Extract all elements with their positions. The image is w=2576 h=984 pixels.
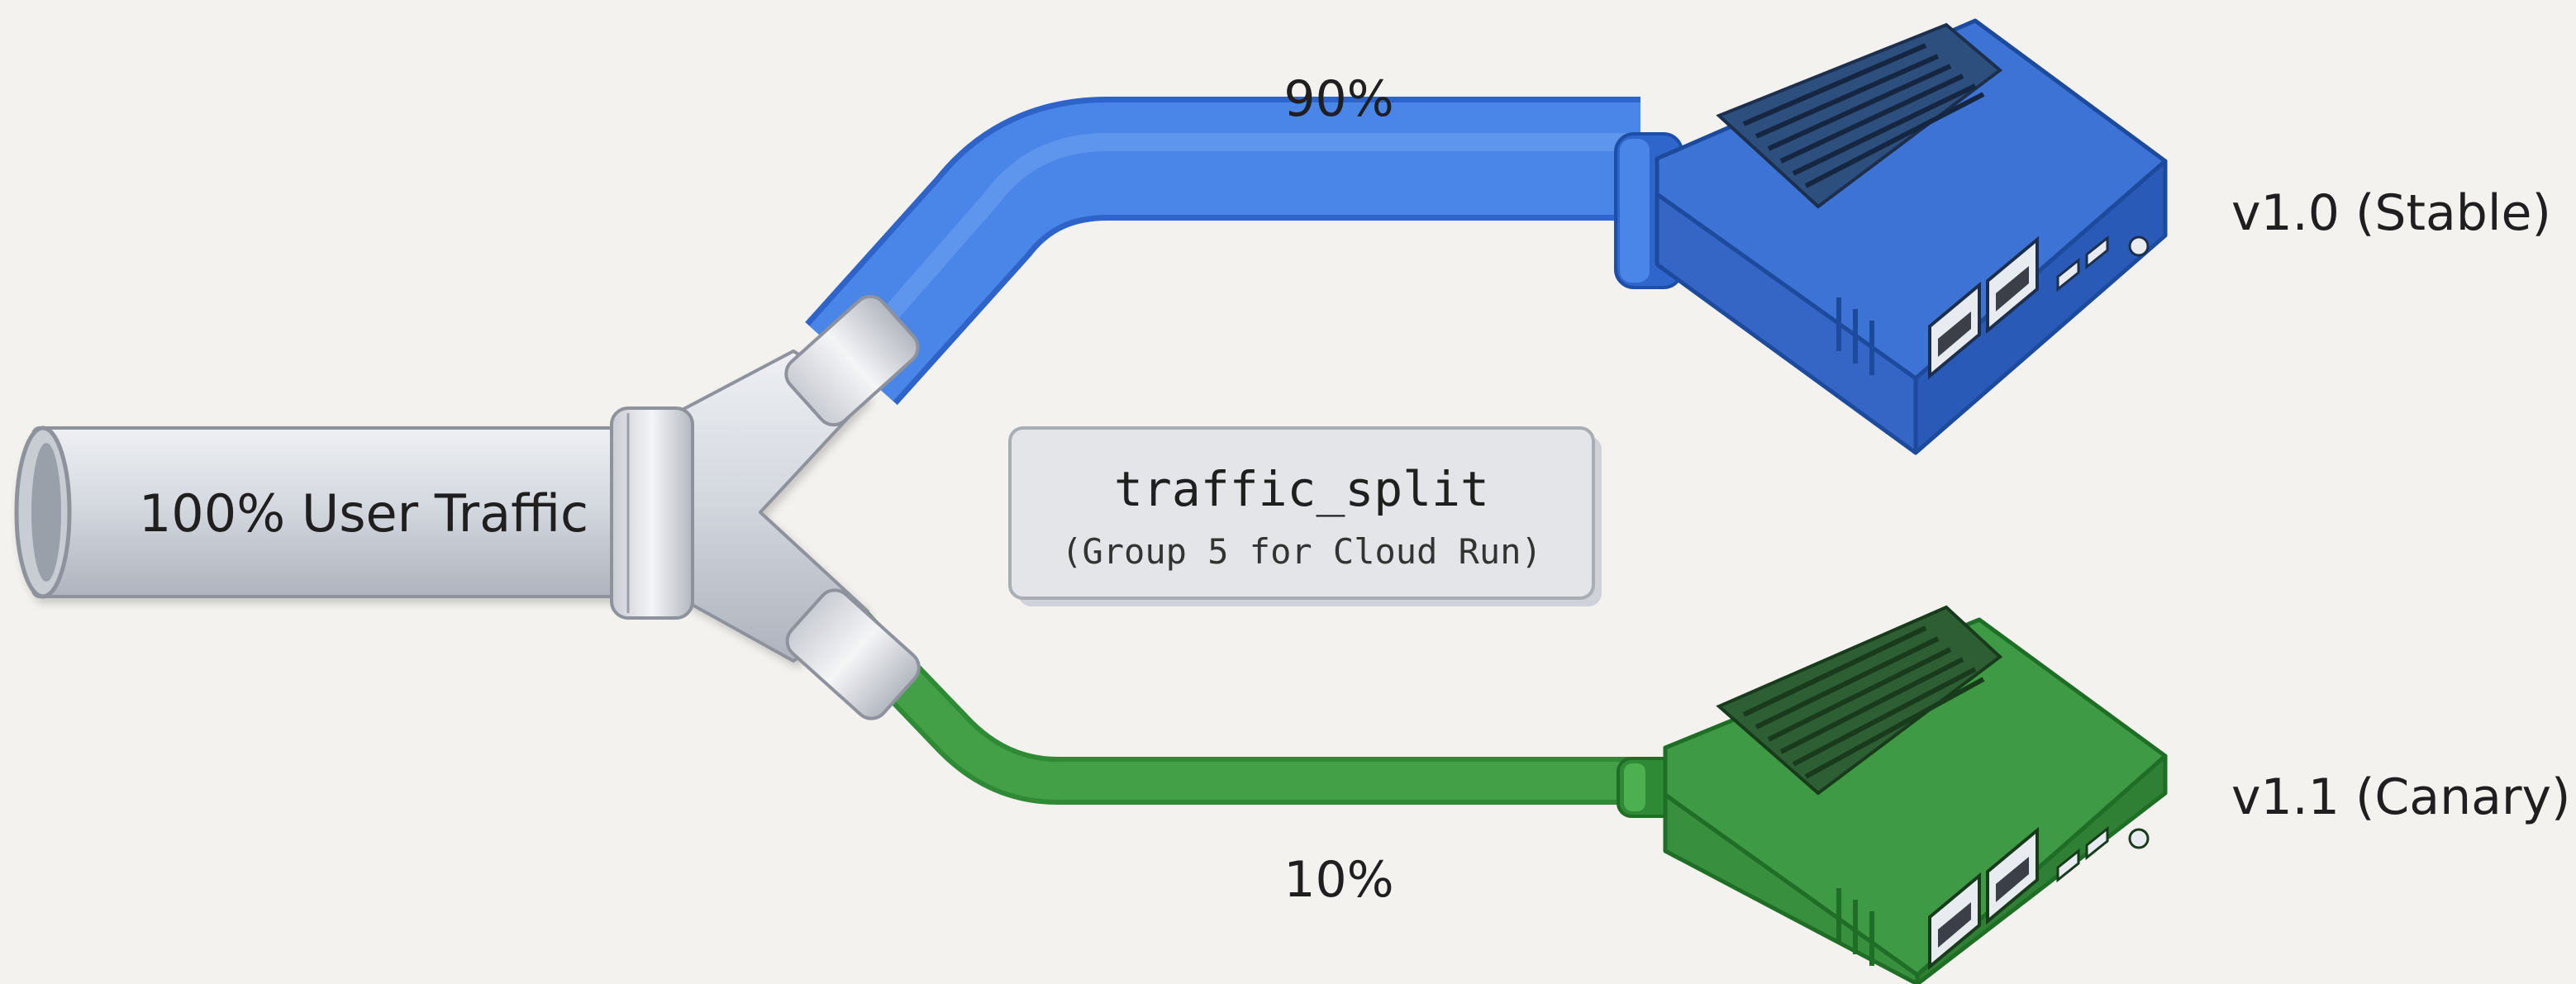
- stable-heatsink: [1716, 22, 2003, 209]
- stable-ports: [1928, 235, 2150, 380]
- canary-percent: 10%: [1283, 851, 1393, 909]
- traffic-split-title: traffic_split: [1114, 461, 1489, 517]
- splitter-collars: [610, 294, 921, 720]
- canary-heatsink: [1716, 605, 2003, 796]
- canary-pipe: [834, 611, 1678, 818]
- source-label: 100% User Traffic: [139, 483, 588, 544]
- traffic-split-box: traffic_split (Group 5 for Cloud Run): [1008, 426, 1602, 606]
- traffic-split-subtitle: (Group 5 for Cloud Run): [1061, 531, 1542, 572]
- stable-pipe: [805, 97, 1683, 406]
- canary-ports: [1928, 825, 2150, 971]
- stable-percent: 90%: [1283, 70, 1393, 128]
- stable-device: [1655, 18, 2168, 455]
- source-pipe: [14, 349, 869, 663]
- canary-version-label: v1.1 (Canary): [2231, 768, 2570, 826]
- stable-version-label: v1.0 (Stable): [2231, 184, 2551, 242]
- canary-device: [1663, 605, 2168, 984]
